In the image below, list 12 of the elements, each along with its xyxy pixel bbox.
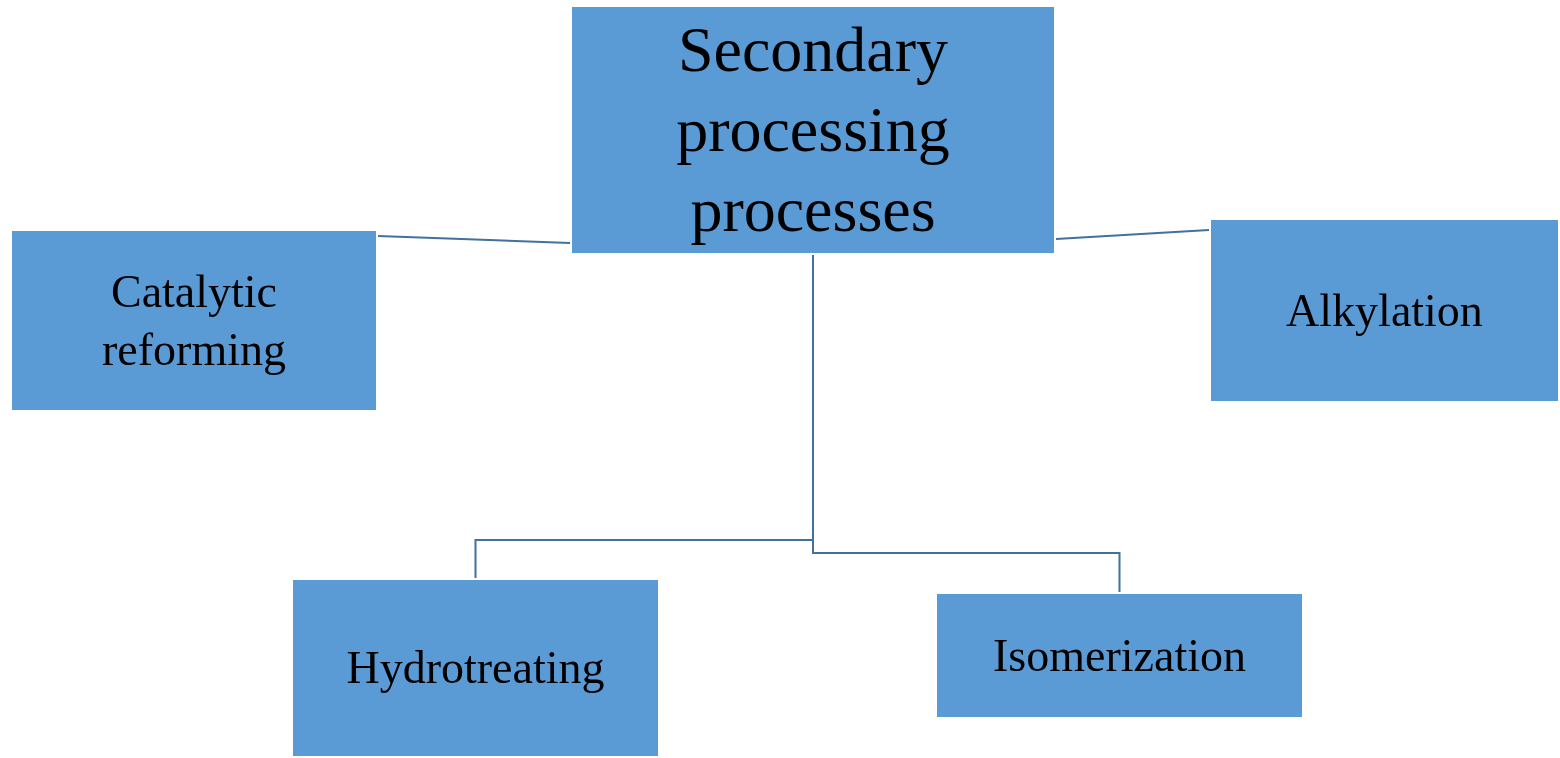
process-box <box>935 592 1304 719</box>
connector-line <box>377 235 571 244</box>
process-box <box>570 5 1056 255</box>
process-label: Isomerization <box>993 628 1246 683</box>
process-label: Catalytic reforming <box>101 265 287 377</box>
process-box <box>1209 218 1560 403</box>
process-label: Alkylation <box>1286 283 1483 338</box>
process-label: Hydrotreating <box>346 641 605 696</box>
process-label: Secondary processing processes <box>675 13 951 247</box>
connector-line <box>1055 229 1210 240</box>
process-box <box>10 229 378 412</box>
process-box <box>291 578 660 758</box>
